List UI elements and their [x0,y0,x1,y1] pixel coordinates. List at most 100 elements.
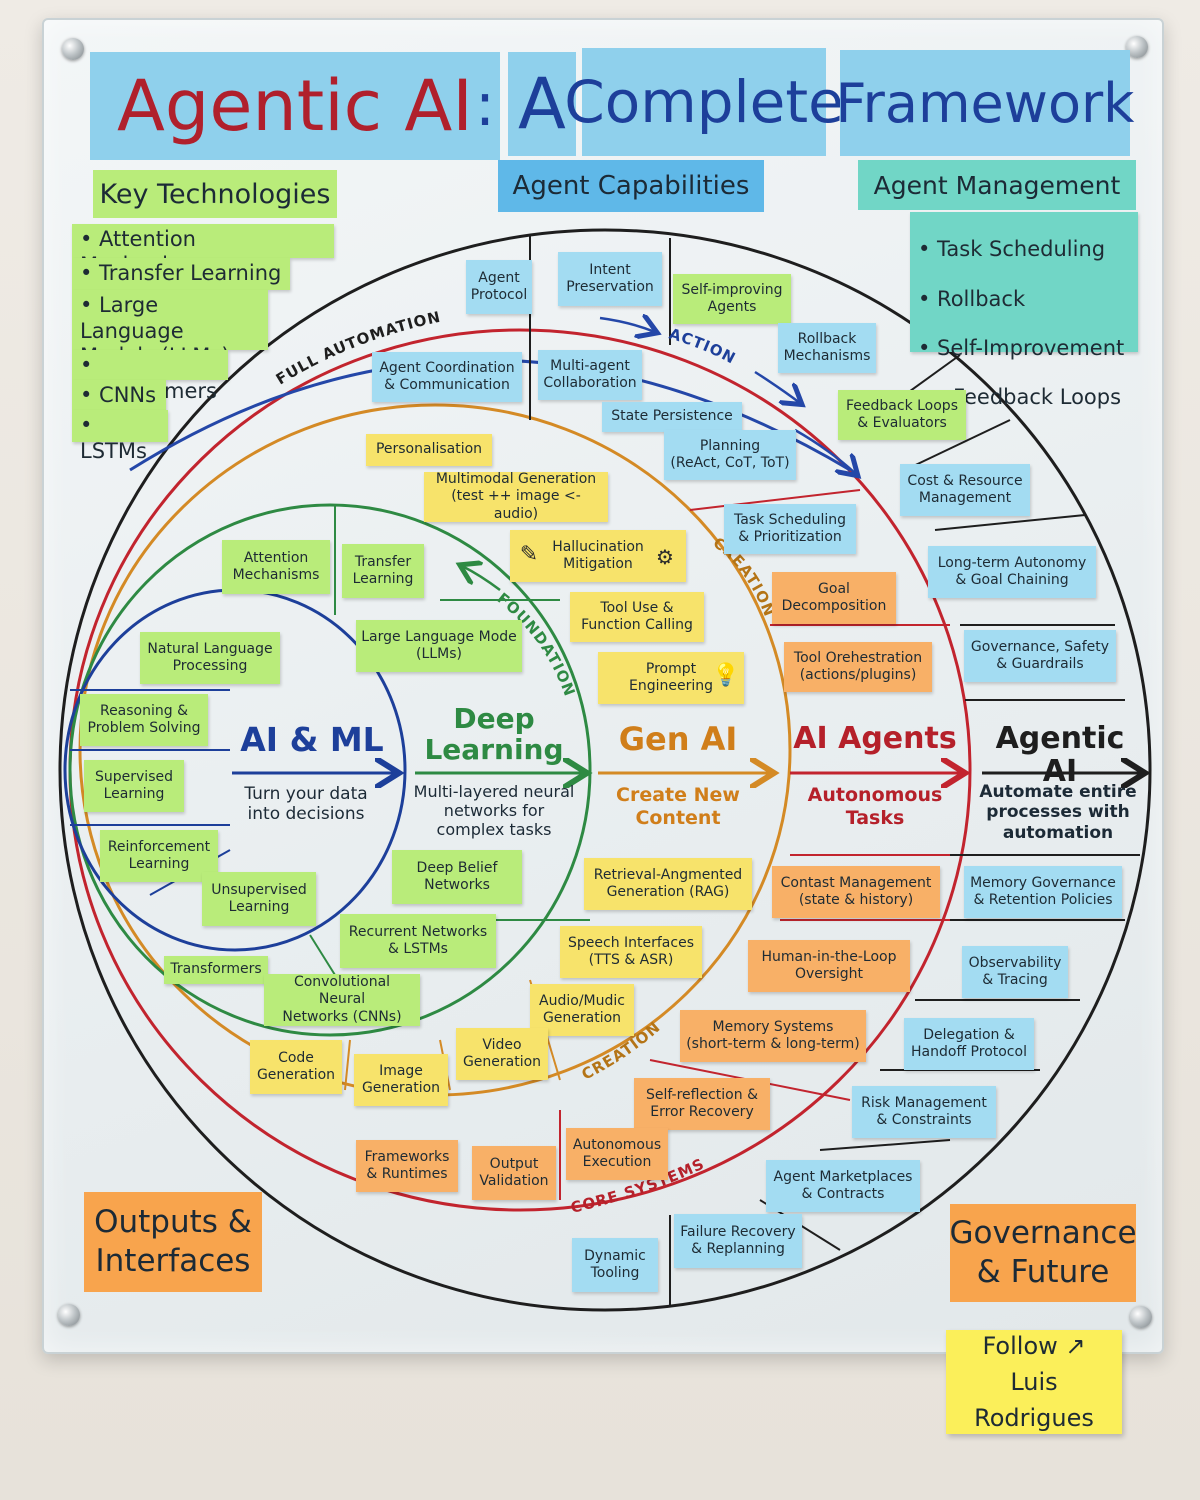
note-contast-management: Contast Management (state & history) [772,866,940,918]
ring-label-action: ACTION [667,325,739,368]
header-governance-future-text: Governance & Future [949,1215,1137,1290]
center-sub-agentic-ai: Automate entire processes with automatio… [979,782,1137,843]
note-risk-management: Risk Management & Constraints [852,1086,996,1138]
am-item-task-scheduling: • Task Scheduling [918,237,1106,262]
screw-bottom-right [1130,1306,1152,1328]
note-personalisation: Personalisation [366,434,492,466]
note-tool-use: Tool Use & Function Calling [570,592,704,642]
note-agent-coordination: Agent Coordination & Communication [372,352,522,402]
note-failure-recovery: Failure Recovery & Replanning [674,1214,802,1268]
note-audio-music: Audio/Mudic Generation [530,984,634,1036]
note-rag: Retrieval-Angmented Generation (RAG) [584,858,752,910]
am-item-rollback: • Rollback [918,286,1026,311]
title-part-1: Agentic AI [90,52,500,160]
center-sub-ai-ml: Turn your data into decisions [244,784,368,825]
center-title-deep-learning: Deep Learning [424,702,564,766]
title-text-framework: Framework [835,71,1135,135]
screw-top-left [62,38,84,60]
note-output-validation: Output Validation [472,1146,556,1200]
center-sub-deep-learning: Multi-layered neural networks for comple… [413,782,575,840]
header-agent-capabilities: Agent Capabilities [498,160,764,212]
note-llm-mode: Large Language Mode (LLMs) [356,620,522,672]
note-reasoning: Reasoning & Problem Solving [80,694,208,746]
note-cost-resource: Cost & Resource Management [900,464,1030,516]
note-autonomous-execution: Autonomous Execution [566,1128,668,1180]
note-speech: Speech Interfaces (TTS & ASR) [560,926,702,978]
note-video-generation: Video Generation [456,1028,548,1080]
note-state-persistence: State Persistence [602,402,742,432]
note-hallucination: Hallucination Mitigation [510,530,686,582]
screw-top-right [1126,36,1148,58]
title-part-3: Complete [564,48,844,156]
kt-item-transfer: • Transfer Learning [72,258,290,290]
note-agent-protocol: Agent Protocol [466,260,532,314]
arrow-action-2 [754,370,800,403]
lightbulb-icon: 💡 [712,663,740,688]
note-memory-governance: Memory Governance & Retention Policies [964,866,1122,918]
follow-note[interactable]: Follow ↗ Luis Rodrigues [946,1330,1122,1434]
note-code-generation: Code Generation [250,1040,342,1094]
key-technologies-list: • Attention Mechanisms • Transfer Learni… [72,224,342,463]
note-cnn: Convolutional Neural Networks (CNNs) [264,974,420,1026]
center-sub-gen-ai: Create New Content [616,784,740,829]
note-self-improving-agents: Self-improving Agents [673,274,791,324]
note-intent-preservation: Intent Preservation [558,252,662,306]
center-title-gen-ai: Gen AI [618,720,738,758]
title-part-2: A [508,52,576,156]
header-outputs-interfaces-text: Outputs & Interfaces [94,1204,252,1279]
note-multi-agent: Multi-agent Collaboration [538,350,642,400]
header-agent-management: Agent Management [858,160,1136,210]
header-key-technologies-text: Key Technologies [99,178,331,210]
center-sub-ai-agents: Autonomous Tasks [807,784,943,829]
note-goal-decomposition: Goal Decomposition [772,572,896,624]
header-key-technologies: Key Technologies [93,170,337,218]
note-feedback-loops: Feedback Loops & Evaluators [838,390,966,440]
title-part-4: Framework [836,50,1134,156]
note-long-term-autonomy: Long-term Autonomy & Goal Chaining [928,546,1096,598]
note-agent-marketplaces: Agent Marketplaces & Contracts [766,1160,920,1212]
note-memory-systems: Memory Systems (short-term & long-term) [680,1010,866,1062]
note-image-generation: Image Generation [354,1054,448,1106]
note-transfer-learning: Transfer Learning [342,544,424,598]
note-observability: Observability & Tracing [962,946,1068,998]
center-title-ai-ml: AI & ML [240,720,384,759]
center-title-ai-agents: AI Agents [793,721,957,756]
note-attention-mechanisms: Attention Mechanisms [222,540,330,594]
arrow-action-1 [599,318,655,332]
note-tool-orchestration: Tool Orehestration (actions/plugins) [784,642,932,692]
note-task-scheduling: Task Scheduling & Prioritization [724,504,856,554]
kt-item-attention: • Attention Mechanisms [72,224,334,277]
agent-management-list: • Task Scheduling • Rollback • Self-Impr… [910,212,1138,409]
header-outputs-interfaces: Outputs & Interfaces [84,1192,262,1292]
note-human-in-loop: Human-in-the-Loop Oversight [748,940,910,992]
header-agent-capabilities-text: Agent Capabilities [512,171,750,201]
note-planning: Planning (ReAct, CoT, ToT) [664,430,796,480]
kt-item-llm: • Large Language Models (LLMs) [72,290,268,368]
header-governance-future: Governance & Future [949,1204,1137,1302]
title-text-a: A [518,63,566,145]
title-text-complete: Complete [564,68,844,136]
screw-bottom-left [58,1304,80,1326]
note-nlp: Natural Language Processing [140,632,280,684]
kt-item-cnns: • CNNs [72,380,166,410]
note-supervised: Supervised Learning [84,760,184,812]
title-colon: : [470,70,500,140]
arrow-action-3 [794,428,856,474]
note-rollback-mechanisms: Rollback Mechanisms [778,323,876,373]
pen-icon: ✎ [519,542,539,567]
arrow-foundation [462,566,501,592]
note-frameworks: Frameworks & Runtimes [356,1140,458,1192]
note-recurrent: Recurrent Networks & LSTMs [340,914,496,968]
note-reinforcement: Reinforcement Learning [100,830,218,882]
note-governance-safety: Governance, Safety & Guardrails [964,630,1116,682]
kt-item-lstms: • LSTMs [72,410,168,463]
am-item-self-improvement: • Self-Improvement [918,335,1125,360]
title-text-agentic-ai: Agentic AI [117,65,473,147]
note-delegation: Delegation & Handoff Protocol [904,1018,1034,1070]
ai-chip-icon: ⚙ [656,545,674,569]
note-self-reflection: Self-reflection & Error Recovery [634,1078,770,1130]
note-dynamic-tooling: Dynamic Tooling [572,1238,658,1292]
header-agent-management-text: Agent Management [873,170,1121,200]
title-colon-text: : [474,70,496,140]
